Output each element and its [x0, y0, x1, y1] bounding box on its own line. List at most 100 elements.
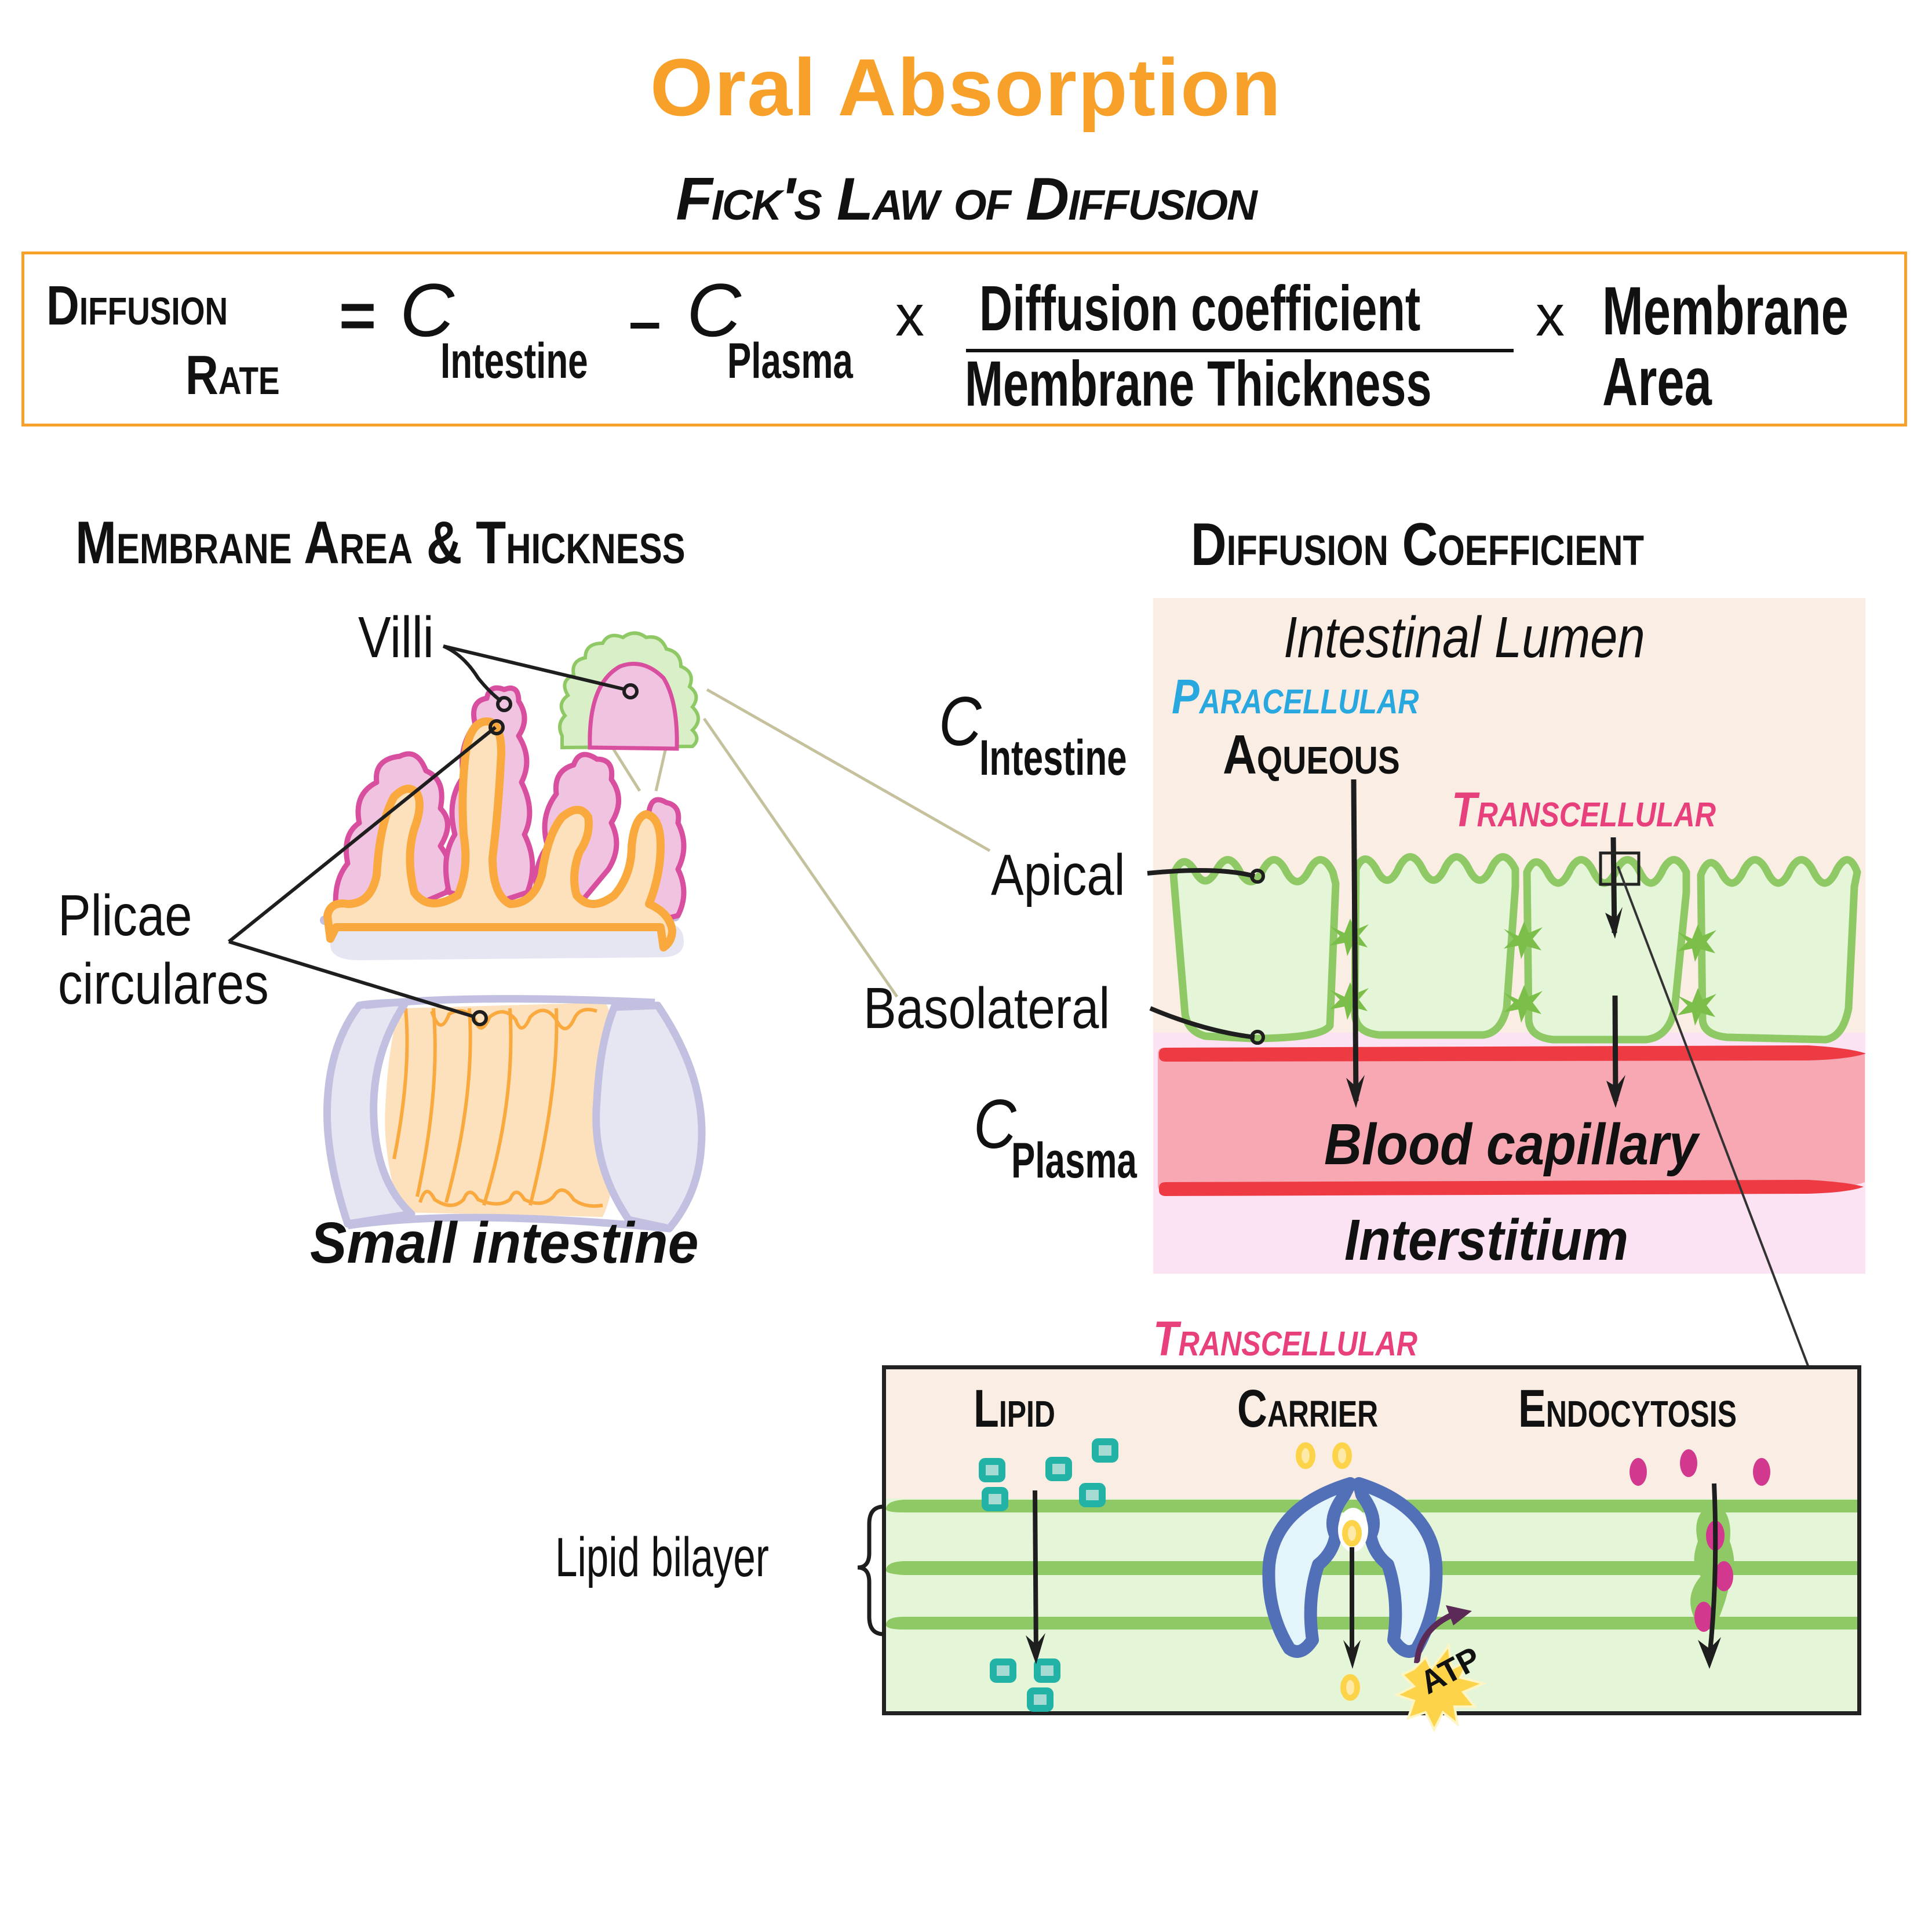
intestine-left-end [323, 998, 415, 1228]
plicae-leader-2 [228, 940, 476, 1019]
cell-4 [1697, 856, 1861, 1044]
formula-times-2: x [1536, 283, 1565, 348]
junction [1678, 924, 1716, 962]
label-paracellular: Paracellular [1172, 669, 1419, 724]
cell-2 [1351, 853, 1519, 1039]
page-title: Oral Absorption [650, 42, 1282, 133]
junction [1504, 985, 1543, 1023]
endocytosis-particle [1680, 1449, 1697, 1477]
lipid-molecules [979, 1438, 1118, 1712]
endocytosis-particle [1694, 1602, 1713, 1632]
formula-area-line1: Membrane [1602, 273, 1849, 349]
atp-arrow-head [1446, 1605, 1472, 1625]
carrier-protein [1262, 1477, 1443, 1658]
lipid-molecule [1034, 1658, 1060, 1683]
cell-1 [1169, 856, 1340, 1042]
basolateral-pointer [1250, 1030, 1265, 1045]
bilayer-brace [857, 1504, 884, 1636]
endocytosis-particle [1753, 1458, 1770, 1486]
atp-arrow [1414, 1611, 1456, 1664]
plicae-fold [323, 717, 676, 952]
formula-box [21, 251, 1907, 427]
inset-column-endocytosis: Endocytosis [1518, 1379, 1737, 1438]
label-interstitium: Interstitium [1344, 1208, 1629, 1273]
membrane-line-bottom [886, 1617, 1857, 1630]
label-intestinal-lumen: Intestinal Lumen [1284, 605, 1645, 670]
apical-pointer [1250, 869, 1265, 884]
formula-c-intestine: C [400, 268, 454, 352]
intestine-top-edge [364, 995, 655, 1009]
formula-lhs-line2: Rate [185, 344, 280, 406]
lipid-arrow-head [1026, 1633, 1045, 1664]
arrow-head [1346, 1075, 1365, 1108]
plica-ring [528, 1008, 559, 1206]
label-villi: Villi [358, 605, 434, 670]
endocytosis-particle [1630, 1458, 1647, 1486]
zoom-box [1599, 851, 1641, 886]
lipid-molecule [979, 1458, 1005, 1482]
plica-ring [444, 1008, 472, 1203]
villus-callout-basolateral [702, 717, 899, 998]
intestine-inner [385, 1003, 622, 1217]
section-heading-diffusion-coefficient: Diffusion Coefficient [1191, 511, 1645, 578]
carrier-substrates [1296, 1442, 1362, 1701]
basolateral-leader-line [1149, 1006, 1255, 1040]
carrier-arrow-head [1343, 1640, 1361, 1669]
formula-area-line2: Area [1602, 344, 1712, 420]
label-c-intestine-subscript: Intestine [979, 730, 1127, 786]
villi-pointer [496, 696, 512, 712]
endocytosis-arrow-head [1698, 1637, 1721, 1669]
transcellular-arrow-bottom [1612, 995, 1618, 1102]
label-c-intestine: C [939, 683, 982, 760]
plicae-pointer [472, 1010, 488, 1026]
capillary-wall-top [1159, 1045, 1866, 1062]
intestine-right-end [592, 1001, 706, 1233]
substrate [1332, 1442, 1352, 1469]
formula-equals: = [339, 280, 377, 351]
arrow-head [1606, 1075, 1625, 1108]
junction [1330, 982, 1369, 1020]
intestine-bottom-edge [347, 1213, 670, 1233]
epithelial-cells [1169, 853, 1861, 1044]
label-c-plasma: C [974, 1085, 1016, 1163]
lipid-molecule [1092, 1438, 1118, 1463]
substrate [1296, 1442, 1315, 1469]
inset-column-lipid: Lipid [974, 1379, 1055, 1438]
junction [1678, 988, 1716, 1026]
endocytosis-particles [1630, 1449, 1770, 1632]
inset-column-carrier: Carrier [1237, 1379, 1379, 1438]
label-plicae-line2: circulares [58, 952, 269, 1016]
plica-ring [415, 1008, 437, 1197]
junction [1504, 921, 1543, 959]
lipid-molecule [1079, 1483, 1106, 1507]
label-aqueous: Aqueous [1223, 724, 1400, 786]
formula-c-intestine-subscript: Intestine [440, 333, 588, 389]
section-heading-membrane: Membrane Area & Thickness [75, 509, 686, 577]
label-transcellular: Transcellular [1452, 782, 1716, 837]
villus-callout-apical [706, 688, 991, 852]
membrane-line-middle [886, 1561, 1857, 1575]
villi-illustration [228, 631, 706, 1233]
label-c-plasma-subscript: Plasma [1011, 1133, 1137, 1189]
lipid-molecule [982, 1487, 1008, 1511]
label-basolateral: Basolateral [863, 976, 1110, 1041]
formula-fraction-bar [966, 349, 1514, 352]
formula-c-plasma: C [687, 268, 741, 352]
inset-title-transcellular: Transcellular [1153, 1311, 1417, 1366]
plica-ring [482, 1008, 513, 1206]
plicae-pointer [489, 719, 505, 735]
substrate [1342, 1520, 1362, 1547]
formula-times-1: x [895, 283, 924, 348]
paracellular-arrow [1351, 779, 1359, 1102]
plica-ring [392, 1008, 409, 1160]
villi-leader-2 [443, 644, 626, 691]
apical-leader-line [1147, 868, 1256, 878]
formula-lhs-line1: Diffusion [46, 275, 228, 337]
plicae-leader-1 [228, 726, 497, 943]
plica-wave-bottom [418, 1188, 603, 1208]
label-apical: Apical [991, 843, 1125, 907]
label-small-intestine: Small intestine [310, 1211, 699, 1275]
formula-minus: – [629, 289, 661, 354]
endocytosis-particle [1715, 1561, 1733, 1591]
